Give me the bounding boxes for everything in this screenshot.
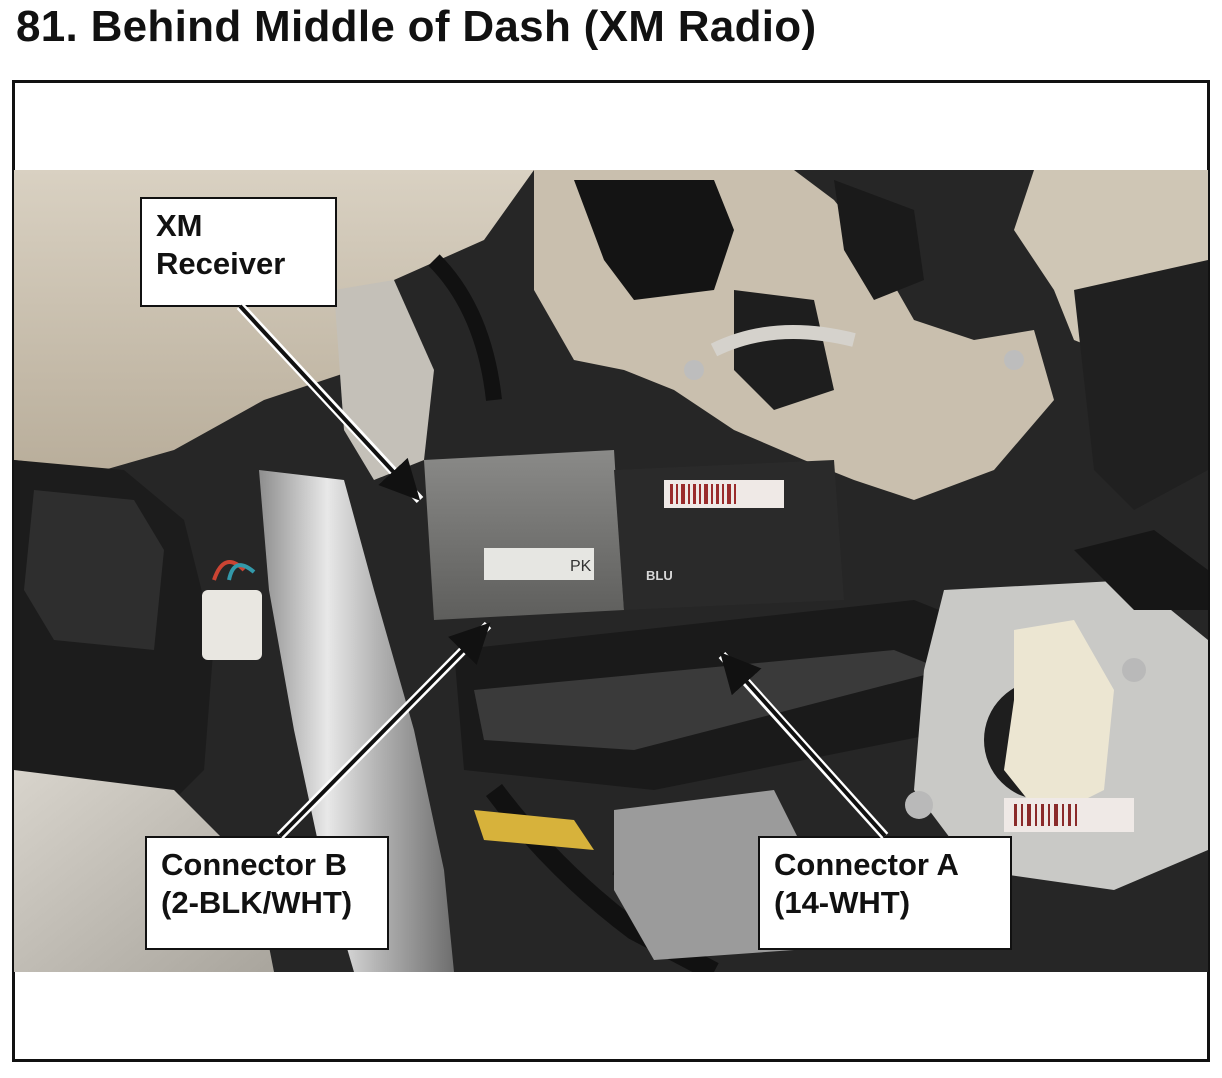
callout-connector-b-line1: Connector B	[161, 847, 347, 882]
barcode-bars	[670, 484, 736, 504]
bolt-3	[684, 360, 704, 380]
receiver-label-text: PK	[570, 558, 592, 575]
dash-cavity	[734, 290, 834, 410]
pedal-white-arm	[1004, 620, 1114, 820]
module-label-text: BLU	[646, 568, 673, 583]
wire-harness-lower	[486, 783, 719, 972]
vent-opening-2	[834, 180, 924, 300]
bolt	[905, 791, 933, 819]
callout-xm-receiver-line2: Receiver	[156, 246, 286, 281]
hvac-grille	[24, 490, 164, 650]
steering-column	[1074, 260, 1208, 510]
callout-connector-a-line1: Connector A	[774, 847, 959, 882]
wire-harness-upper	[428, 254, 502, 401]
callout-connector-a-line2: (14-WHT)	[774, 885, 911, 920]
callout-xm-receiver: XM Receiver	[140, 197, 337, 307]
callout-connector-b-line2: (2-BLK/WHT)	[161, 885, 353, 920]
bolt-4	[1004, 350, 1024, 370]
receiver-label-sticker	[484, 548, 594, 580]
callout-xm-receiver-line1: XM	[156, 208, 203, 243]
yellow-tube	[474, 810, 594, 850]
vent-opening	[574, 180, 734, 300]
pedal-arm-dark	[1074, 530, 1208, 610]
wire-harness-white	[710, 325, 856, 357]
callout-connector-b: Connector B (2-BLK/WHT)	[145, 836, 389, 950]
bolt-2	[1122, 658, 1146, 682]
callout-connector-a: Connector A (14-WHT)	[758, 836, 1012, 950]
page-title: 81. Behind Middle of Dash (XM Radio)	[16, 2, 817, 51]
white-connector-left	[202, 590, 262, 660]
xm-receiver-box	[424, 450, 624, 620]
